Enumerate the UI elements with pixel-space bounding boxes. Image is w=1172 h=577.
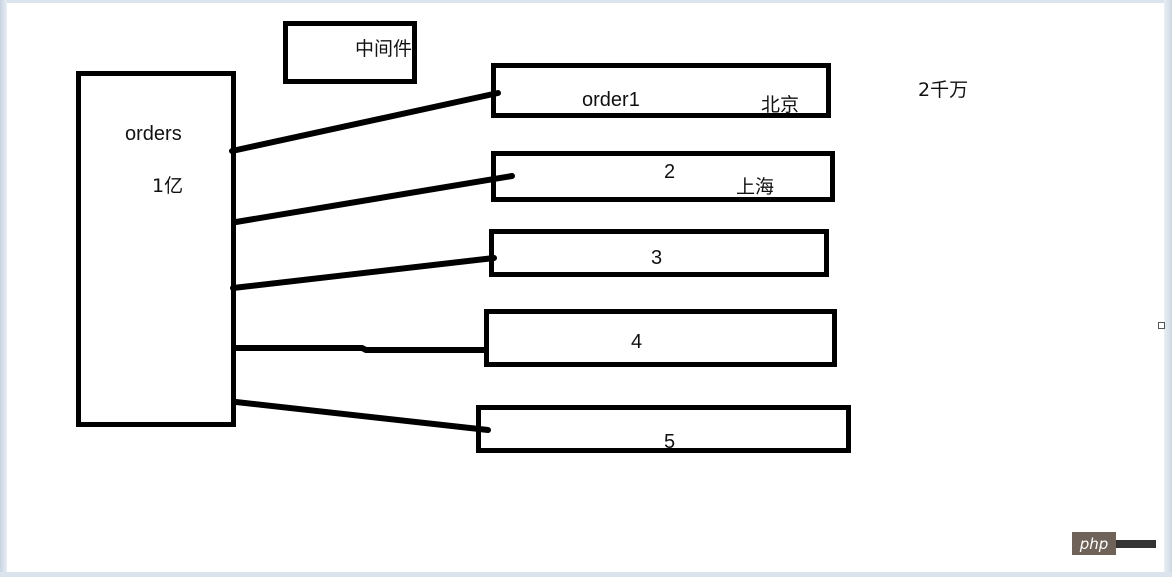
orders-table-box: [76, 71, 236, 427]
connector-line-3: [230, 255, 497, 291]
shard-note-2: 上海: [736, 176, 775, 198]
window-frame-bottom: [0, 572, 1172, 577]
shard-box-1: order1 北京: [491, 63, 831, 118]
connector-line-4: [233, 345, 489, 353]
php-watermark: php: [1072, 532, 1156, 555]
connector-line-1: [229, 90, 501, 154]
php-watermark-text: php: [1072, 532, 1116, 555]
window-frame-right: [1164, 0, 1172, 577]
shard-label-2: 2: [664, 161, 676, 183]
shard-box-3: 3: [489, 229, 829, 277]
middleware-label: 中间件: [355, 38, 413, 60]
window-frame-top: [0, 0, 1172, 3]
shard-label-5: 5: [664, 431, 676, 453]
orders-row-count: 1亿: [152, 175, 184, 197]
shard-box-4: 4: [484, 309, 837, 367]
resize-handle[interactable]: [1158, 322, 1165, 329]
shard-box-5: 5: [476, 405, 851, 453]
shard-size-label: 2千万: [918, 79, 969, 101]
orders-table-label: orders: [125, 123, 182, 145]
shard-note-1: 北京: [761, 94, 800, 116]
php-watermark-bar: [1116, 540, 1156, 548]
shard-box-2: 2 上海: [491, 151, 835, 202]
shard-label-1: order1: [582, 89, 640, 111]
window-frame-left: [0, 0, 7, 577]
connector-line-2: [233, 173, 515, 225]
middleware-box: 中间件: [283, 21, 417, 84]
connector-line-5: [233, 399, 491, 433]
shard-label-4: 4: [631, 331, 643, 353]
shard-label-3: 3: [651, 247, 663, 269]
